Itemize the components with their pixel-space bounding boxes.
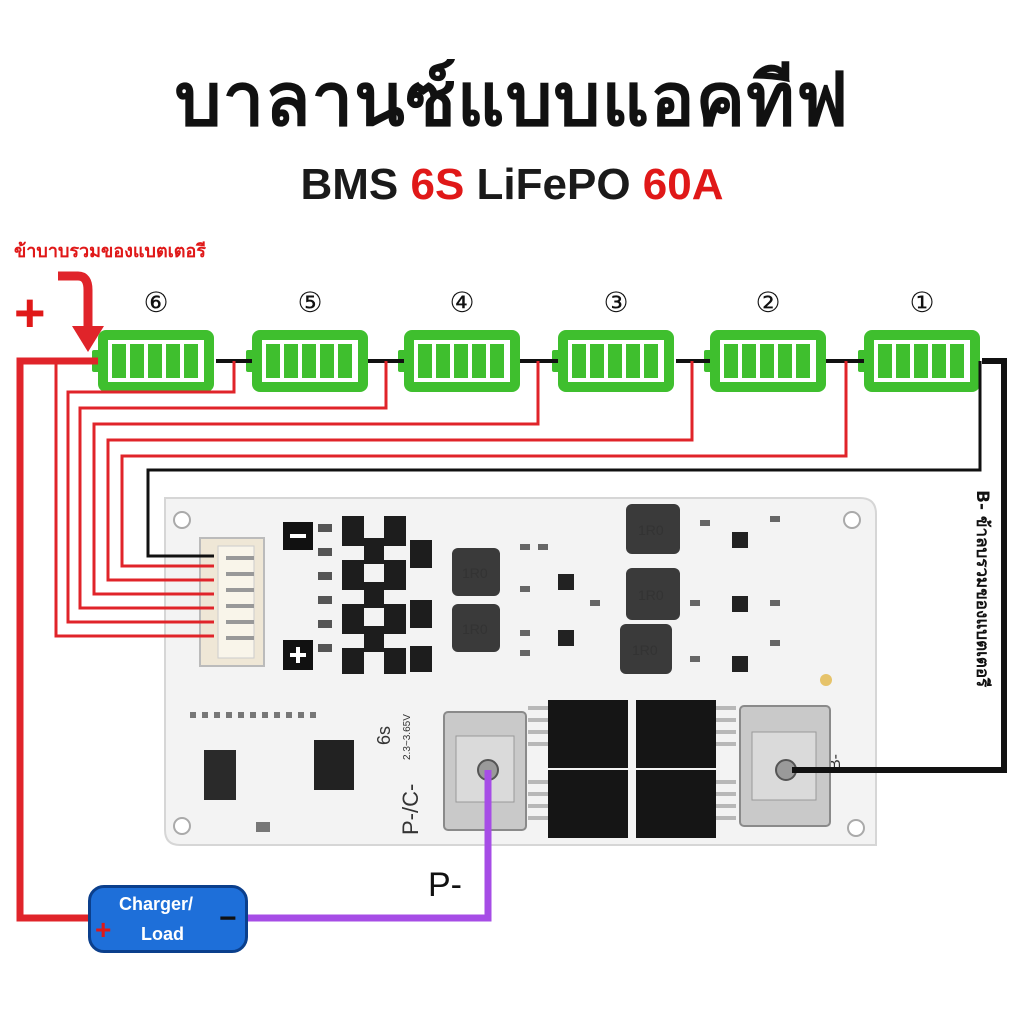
charge-bar xyxy=(418,344,432,378)
battery-cell xyxy=(552,330,674,392)
cell-number: ⑤ xyxy=(297,286,323,319)
battery-cell xyxy=(246,330,368,392)
charge-bar xyxy=(572,344,586,378)
mount-hole xyxy=(173,511,191,529)
charge-bar xyxy=(338,344,352,378)
arrow-head-icon xyxy=(72,326,104,352)
charge-bar xyxy=(284,344,298,378)
charger-load-box: + Charger/ Load − xyxy=(88,885,248,953)
charger-label: Charger/ xyxy=(119,894,194,914)
balance-wire xyxy=(106,361,694,582)
b-minus-terminal xyxy=(739,705,831,827)
pcb-board: 1R0 1R0 1R0 1R0 1R0 xyxy=(164,497,877,846)
svg-text:1R0: 1R0 xyxy=(462,565,488,581)
charge-bar xyxy=(796,344,810,378)
charge-bar xyxy=(950,344,964,378)
battery-positive-label: ข้าบาบรวมของแบตเตอรี xyxy=(14,241,206,262)
charge-bar xyxy=(112,344,126,378)
small-ic xyxy=(558,532,748,672)
balance-wire xyxy=(92,361,540,596)
charge-bar xyxy=(490,344,504,378)
battery-cells xyxy=(92,330,980,392)
p-minus-wire xyxy=(244,770,492,922)
charge-bar xyxy=(130,344,144,378)
battery-negative-label: B- ข้าลบรวมของแบตเตอรี xyxy=(972,490,992,688)
mosfet-small xyxy=(314,740,354,790)
charge-bar xyxy=(148,344,162,378)
inductor: 1R0 xyxy=(620,624,672,674)
inductor: 1R0 xyxy=(626,504,680,554)
cell-number: ② xyxy=(755,286,781,319)
svg-text:2.3~3.65V: 2.3~3.65V xyxy=(402,714,413,760)
cell-number: ① xyxy=(909,286,935,319)
battery-cell xyxy=(704,330,826,392)
charge-bar xyxy=(320,344,334,378)
charge-bar xyxy=(760,344,774,378)
inductor: 1R0 xyxy=(452,548,500,596)
charge-bar xyxy=(932,344,946,378)
mount-hole xyxy=(847,819,865,837)
cell-number: ⑥ xyxy=(143,286,169,319)
charge-bar xyxy=(626,344,640,378)
charge-bar xyxy=(878,344,892,378)
balance-wire xyxy=(78,361,388,610)
battery-negative-wire xyxy=(792,358,1007,773)
balance-wire-negative xyxy=(146,361,982,558)
inductor: 1R0 xyxy=(452,604,500,652)
battery-cell xyxy=(92,330,214,392)
charge-bar xyxy=(436,344,450,378)
balance-wire xyxy=(66,361,236,624)
charge-bar xyxy=(302,344,316,378)
charge-bar xyxy=(644,344,658,378)
charge-bar xyxy=(778,344,792,378)
inductor: 1R0 xyxy=(626,568,680,620)
charge-bar xyxy=(266,344,280,378)
battery-cell xyxy=(858,330,980,392)
battery-positive-wire xyxy=(16,357,98,922)
charge-bar xyxy=(742,344,756,378)
charge-bar xyxy=(166,344,180,378)
control-ic xyxy=(204,750,236,800)
mount-hole xyxy=(843,511,861,529)
load-label: Load xyxy=(141,924,184,944)
power-mosfets xyxy=(548,700,716,838)
page-title: บาลานซ์แบบแอคทีฟ xyxy=(174,57,850,143)
charge-bar xyxy=(896,344,910,378)
page-subtitle: BMS 6S LiFePO 60A xyxy=(300,160,724,209)
positive-arrow xyxy=(58,271,93,330)
cell-number: ④ xyxy=(449,286,475,319)
balance-wire xyxy=(120,361,848,568)
charge-bar xyxy=(914,344,928,378)
charge-bar xyxy=(608,344,622,378)
charge-bar xyxy=(724,344,738,378)
balance-connector xyxy=(199,537,265,667)
p-minus-label: P- xyxy=(428,866,462,904)
plus-sign: + xyxy=(14,283,46,343)
wires xyxy=(16,271,1007,922)
diode-array xyxy=(342,516,432,674)
charge-bar xyxy=(472,344,486,378)
mount-hole xyxy=(173,817,191,835)
svg-text:1R0: 1R0 xyxy=(638,587,664,603)
svg-text:6s: 6s xyxy=(374,726,394,745)
charger-plus: + xyxy=(95,914,112,945)
charger-minus: − xyxy=(219,902,237,935)
svg-text:1R0: 1R0 xyxy=(638,522,664,538)
svg-text:1R0: 1R0 xyxy=(462,621,488,637)
cell-number: ③ xyxy=(603,286,629,319)
svg-text:B-: B- xyxy=(827,754,844,770)
charge-bar xyxy=(590,344,604,378)
charge-bar xyxy=(184,344,198,378)
battery-cell xyxy=(398,330,520,392)
svg-text:P-/C-: P-/C- xyxy=(398,784,423,835)
charge-bar xyxy=(454,344,468,378)
svg-text:1R0: 1R0 xyxy=(632,642,658,658)
